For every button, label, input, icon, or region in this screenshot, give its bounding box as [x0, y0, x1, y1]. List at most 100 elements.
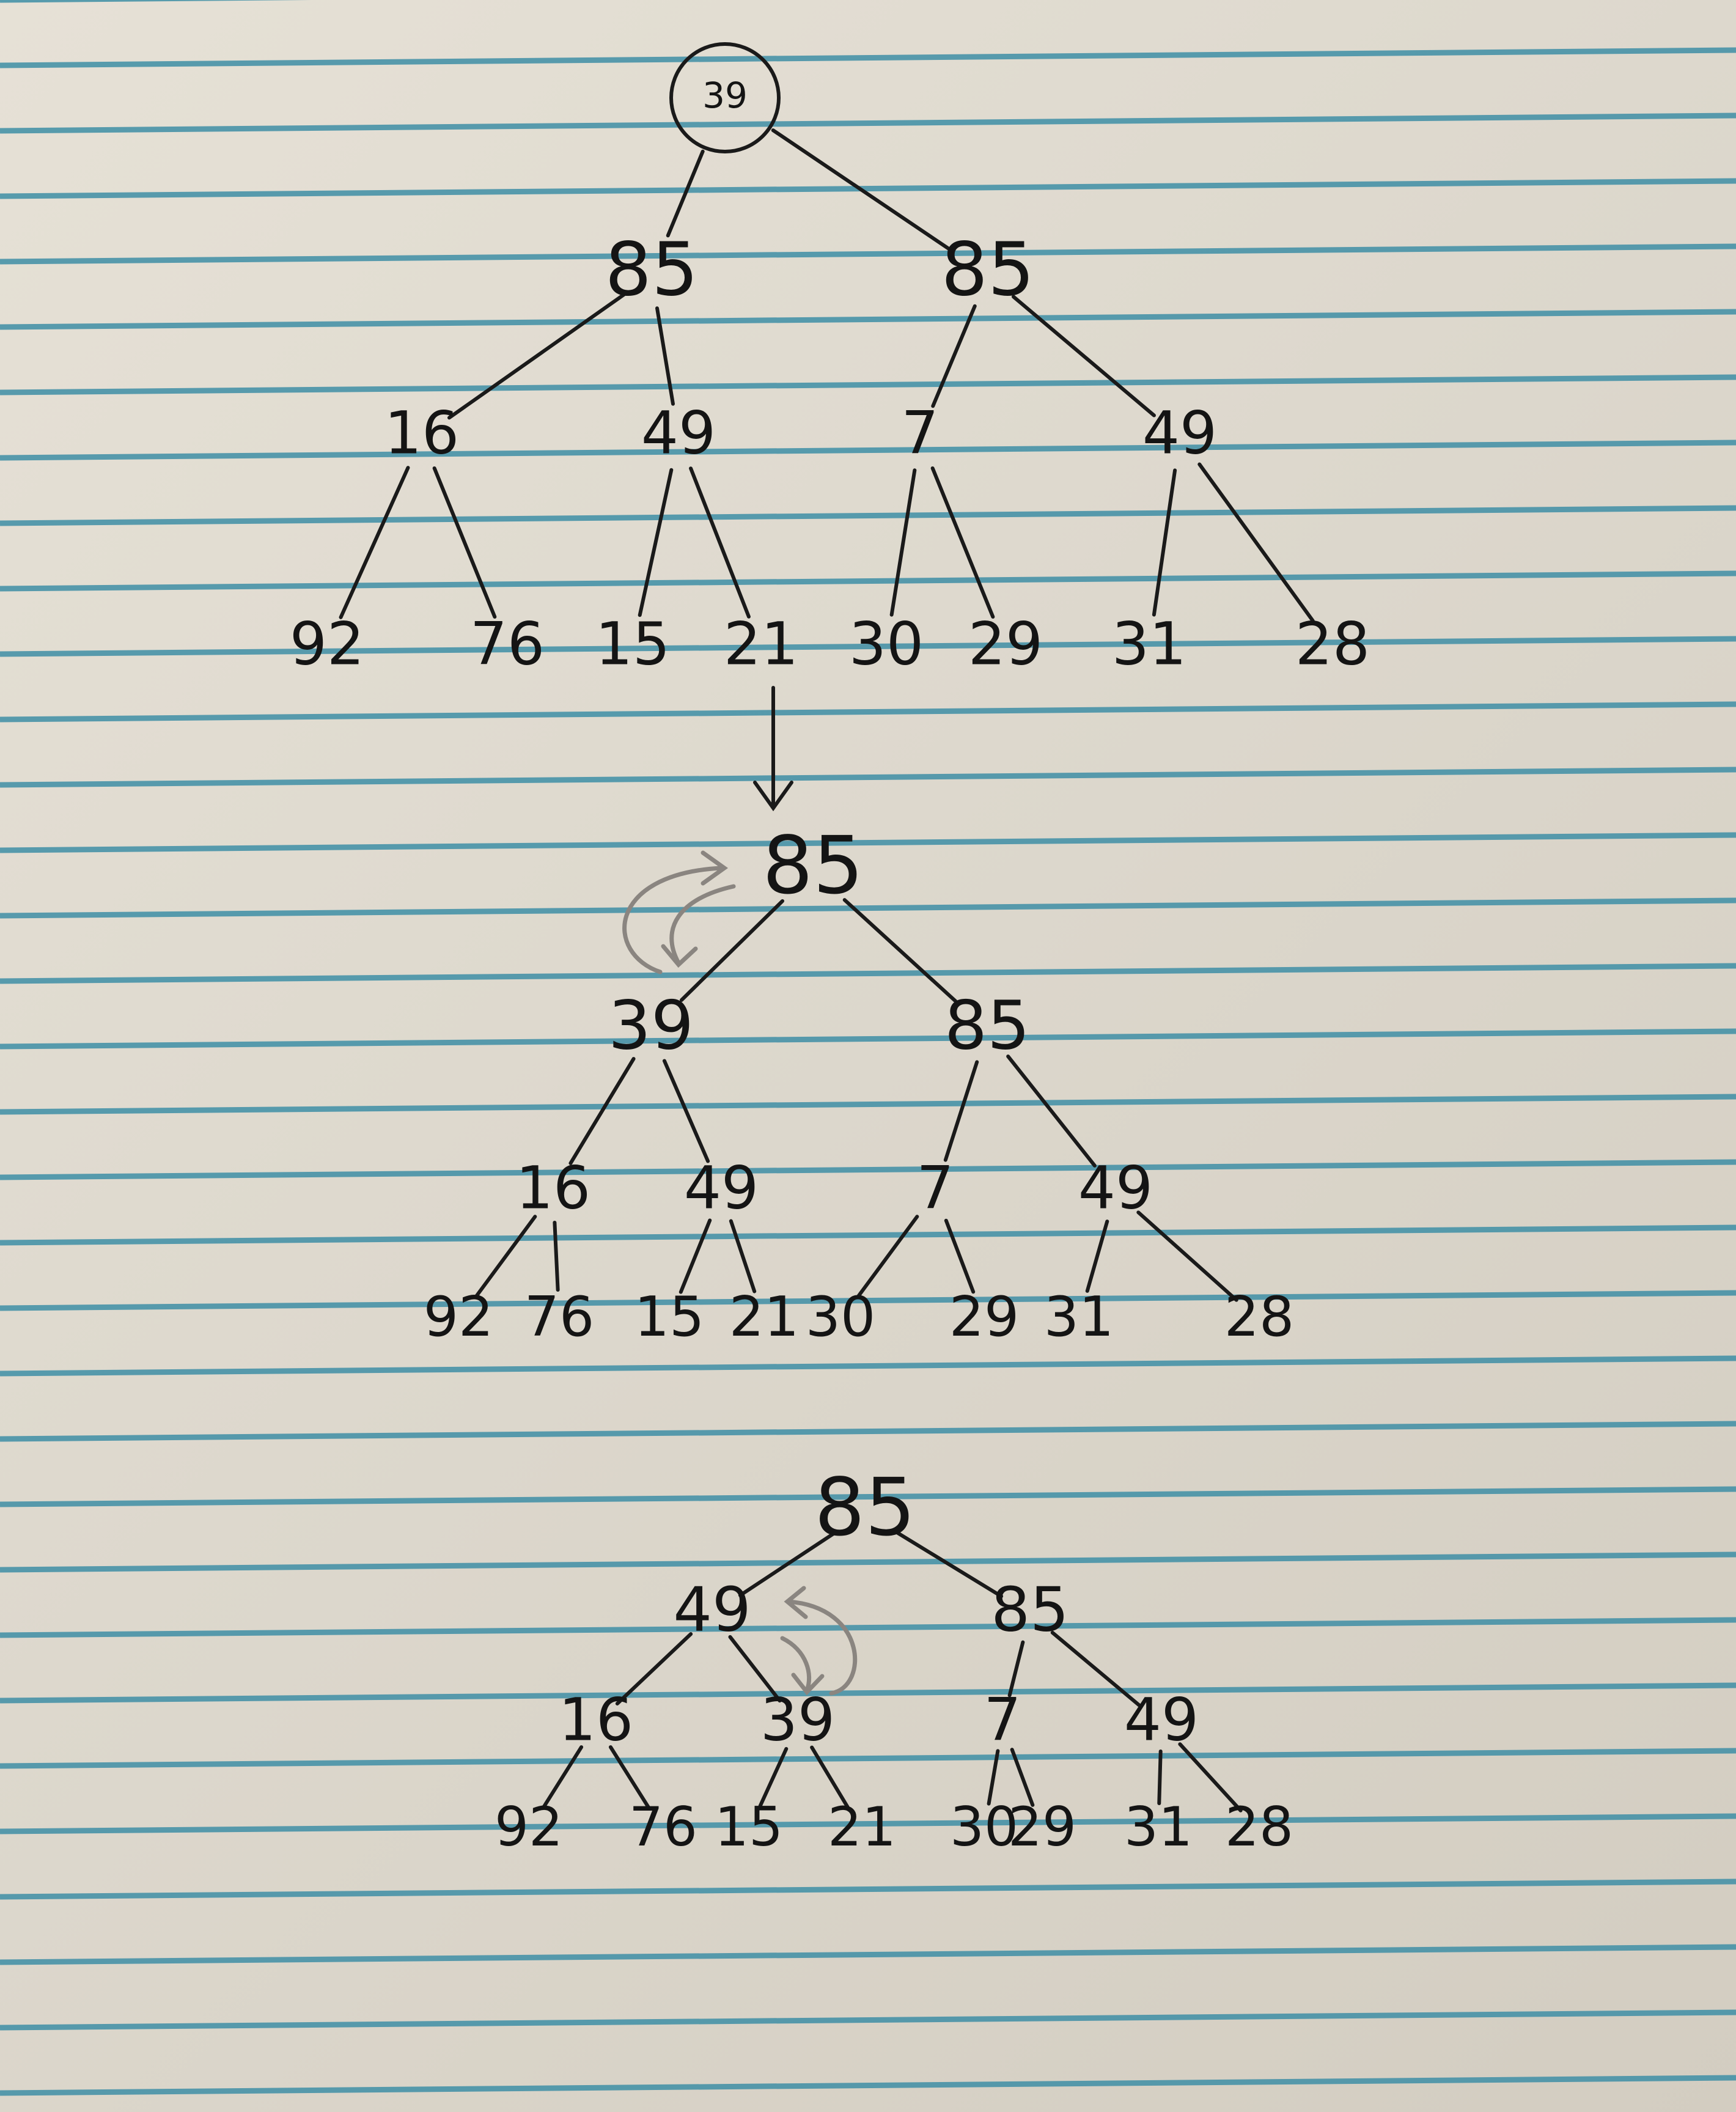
node-value: 31: [1124, 1795, 1193, 1858]
tree-edge: [541, 1745, 584, 1809]
ruled-line: [0, 2075, 1736, 2096]
node-value: 21: [729, 1285, 800, 1349]
node-value: 7: [901, 399, 938, 467]
ruled-line: [0, 636, 1736, 657]
tree-edge: [891, 1528, 1004, 1599]
ruled-line: [0, 112, 1736, 134]
ruled-line: [0, 1486, 1736, 1507]
tree-edge: [944, 1218, 976, 1294]
node-value: 28: [1225, 1795, 1293, 1858]
ruled-line: [0, 1617, 1736, 1638]
tree-edge: [432, 466, 497, 619]
node-value: 85: [762, 819, 863, 912]
ruled-line: [0, 1551, 1736, 1573]
node-value: 85: [605, 228, 699, 313]
ruled-line: [0, 1421, 1736, 1442]
ruled-line: [0, 47, 1736, 68]
tree-edge: [931, 304, 977, 408]
tree-edge: [771, 128, 954, 253]
tree-edge: [1006, 1054, 1097, 1168]
tree-edge: [474, 1215, 537, 1298]
node-value: 31: [1112, 609, 1186, 678]
node-value: 29: [1008, 1795, 1076, 1858]
ruled-line: [0, 1224, 1736, 1246]
node-value: 49: [1078, 1154, 1153, 1222]
ruled-line: [0, 1290, 1736, 1311]
tree-edge: [1050, 1630, 1141, 1707]
node-value: 30: [950, 1795, 1018, 1858]
ruled-line: [0, 832, 1736, 853]
node-value: 39: [608, 986, 694, 1064]
node-value: 39: [760, 1685, 835, 1754]
ruled-line: [0, 1159, 1736, 1180]
node-value: 28: [1224, 1285, 1295, 1349]
tree-edge: [339, 466, 410, 619]
ruled-line: [0, 178, 1736, 199]
node-value: 30: [849, 609, 924, 678]
node-value: 21: [724, 609, 798, 678]
tree-edge: [889, 468, 917, 617]
ruled-line: [0, 767, 1736, 788]
tree-edge: [666, 149, 705, 238]
tree-edge: [987, 1749, 1000, 1806]
ruled-line: [0, 1028, 1736, 1050]
tree-edge: [810, 1745, 850, 1809]
node-value: 49: [684, 1154, 759, 1222]
tree-edge: [679, 899, 785, 1002]
swap-arrow-icon: [661, 884, 736, 968]
node-value: 7: [916, 1154, 954, 1222]
node-value: 15: [595, 609, 670, 678]
tree-edge: [689, 466, 751, 619]
ruled-line: [0, 1813, 1736, 1834]
tree-edge: [447, 292, 627, 420]
tree-edge: [728, 1635, 782, 1703]
tree-edge: [842, 898, 958, 1003]
node-value: 92: [495, 1795, 563, 1858]
ruled-line: [0, 1682, 1736, 1704]
tree-edge: [738, 1529, 839, 1597]
ruled-line: [0, 1355, 1736, 1377]
node-value: 15: [715, 1795, 783, 1858]
ruled-line: [0, 243, 1736, 265]
ruled-line: [0, 374, 1736, 396]
down-arrow-icon: [753, 686, 793, 812]
node-value: 15: [634, 1285, 705, 1349]
ruled-line: [0, 1944, 1736, 1965]
tree-edge: [615, 1632, 693, 1705]
tree-edge: [930, 466, 995, 619]
tree-edge: [856, 1215, 919, 1298]
node-value: 21: [828, 1795, 896, 1858]
node-value: 39: [702, 75, 748, 116]
ruled-line: [0, 309, 1736, 330]
ruled-line: [0, 963, 1736, 984]
node-value: 29: [968, 609, 1043, 678]
node-value: 85: [944, 986, 1030, 1064]
tree-edge: [1010, 1748, 1035, 1807]
node-value: 85: [814, 1461, 915, 1554]
node-value: 30: [806, 1285, 876, 1349]
node-value: 85: [991, 1573, 1068, 1645]
tree-edge: [655, 306, 675, 406]
tree-edge: [1012, 295, 1156, 418]
node-value: 76: [629, 1795, 697, 1858]
ruled-line: [0, 2009, 1736, 2031]
ruled-line: [0, 897, 1736, 919]
node-value: 16: [516, 1154, 590, 1222]
tree-edge: [662, 1059, 710, 1163]
tree-edge: [608, 1745, 651, 1809]
node-value: 85: [941, 228, 1035, 313]
ruled-line: [0, 1748, 1736, 1769]
node-value: 7: [984, 1685, 1021, 1754]
tree-edge: [1178, 1742, 1243, 1812]
node-value: 31: [1044, 1285, 1114, 1349]
node-value: 76: [524, 1285, 595, 1349]
tree-edge: [568, 1057, 636, 1165]
ruled-line: [0, 701, 1736, 723]
tree-edge: [679, 1218, 712, 1294]
ruled-line: [0, 505, 1736, 526]
tree-edge: [1197, 462, 1315, 623]
swap-arrow-icon: [622, 850, 729, 974]
